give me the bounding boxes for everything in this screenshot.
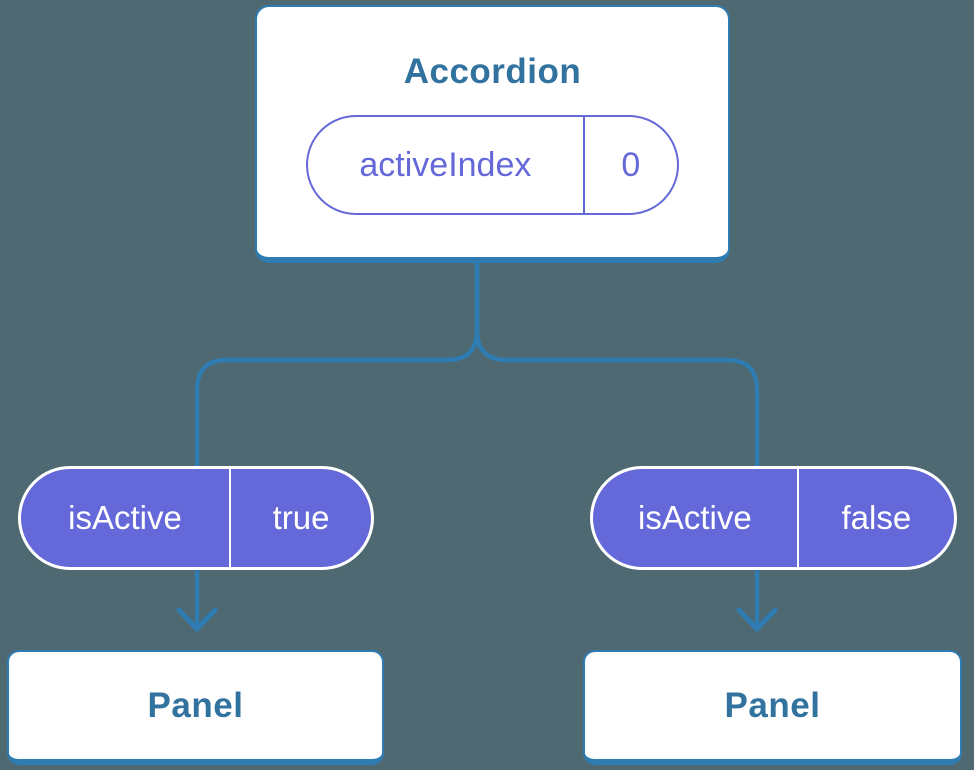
prop-value: true [272, 499, 330, 536]
arrow-down-icon [736, 607, 778, 632]
panel-node-right: Panel [583, 650, 962, 765]
state-name: activeIndex [308, 117, 585, 214]
panel-title: Panel [724, 685, 821, 725]
prop-name: isActive [21, 469, 231, 567]
accordion-title: Accordion [403, 51, 582, 91]
accordion-node: Accordion activeIndex 0 [255, 5, 730, 263]
prop-pill-right: isActive false [590, 466, 957, 570]
prop-value: false [841, 499, 912, 536]
panel-title: Panel [147, 685, 244, 725]
state-pill: activeIndex 0 [306, 115, 679, 216]
connector-right-branch [474, 259, 760, 631]
prop-name: isActive [593, 469, 799, 567]
connector-left-branch [194, 259, 480, 631]
panel-node-left: Panel [7, 650, 384, 765]
state-value: 0 [621, 145, 641, 184]
arrow-down-icon [176, 607, 218, 632]
prop-pill-left: isActive true [18, 466, 374, 570]
